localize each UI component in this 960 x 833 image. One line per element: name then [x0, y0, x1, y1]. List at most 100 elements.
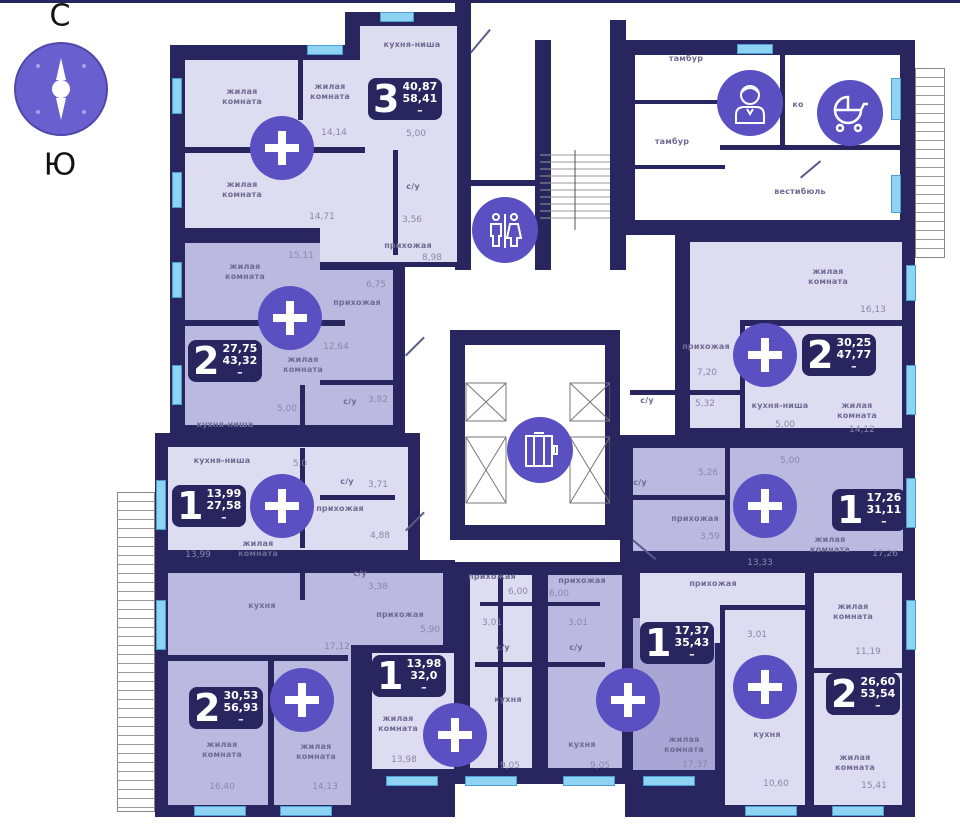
- room-label: жилая комната: [222, 87, 262, 106]
- room-label: жилая комната: [808, 267, 848, 286]
- room-label: прихожая: [671, 514, 719, 523]
- restroom-icon[interactable]: [472, 197, 538, 263]
- room-area: 5,26: [697, 468, 719, 478]
- room-area: 5,90: [419, 625, 441, 635]
- top-border: [0, 0, 960, 3]
- compass-north: С: [49, 0, 71, 34]
- room-label: с/у: [569, 643, 583, 652]
- room-label: с/у: [340, 477, 354, 486]
- room-label: кухня-ниша: [383, 40, 441, 49]
- room-label: с/у: [640, 396, 654, 405]
- room-label: кухня: [248, 601, 276, 610]
- plus-icon[interactable]: [596, 668, 660, 732]
- room-label: жилая комната: [837, 401, 877, 420]
- room-label: жилая комната: [835, 753, 875, 772]
- compass-south: Ю: [43, 147, 77, 183]
- room-area: 7,20: [696, 368, 718, 378]
- room-area: 13,33: [747, 558, 773, 568]
- room-area: 14,71: [309, 212, 335, 222]
- room-area: 9,05: [589, 761, 611, 771]
- room-label: жилая комната: [225, 262, 265, 281]
- room-area: 12,64: [323, 342, 349, 352]
- plus-icon[interactable]: [733, 655, 797, 719]
- plus-icon[interactable]: [423, 703, 487, 767]
- room-area: 14,12: [849, 425, 875, 435]
- room-area: 8,98: [421, 253, 443, 263]
- room-label: с/у: [353, 569, 367, 578]
- room-area: 13,98: [391, 755, 417, 765]
- room-label: кухня: [494, 695, 522, 704]
- room-area: 14,13: [312, 782, 338, 792]
- room-area: 15,41: [861, 781, 887, 791]
- room-area: 13,99: [185, 550, 211, 560]
- room-label: жилая комната: [238, 539, 278, 558]
- receptionist-icon[interactable]: [717, 70, 783, 136]
- room-area: 6,00: [548, 589, 570, 599]
- room-label: кухня: [568, 740, 596, 749]
- room-label: жилая комната: [833, 602, 873, 621]
- room-label: кухня: [753, 730, 781, 739]
- room-area: 3,01: [567, 618, 589, 628]
- room-area: 17,12: [324, 642, 350, 652]
- room-area: 17,26: [872, 549, 898, 559]
- plus-icon[interactable]: [250, 474, 314, 538]
- room-label: прихожая: [376, 610, 424, 619]
- plus-icon[interactable]: [258, 286, 322, 350]
- plus-icon[interactable]: [250, 116, 314, 180]
- room-label: жилая комната: [378, 714, 418, 733]
- room-area: 5,00: [405, 129, 427, 139]
- room-area: 16,40: [209, 782, 235, 792]
- room-label: жилая комната: [310, 82, 350, 101]
- room-label: жилая комната: [222, 180, 262, 199]
- elevator-icon[interactable]: [507, 417, 573, 483]
- room-label: кухня-ниша: [751, 401, 809, 410]
- stroller-room-label: ко: [792, 100, 804, 109]
- room-area: 5,00: [774, 420, 796, 430]
- room-area: 6,75: [365, 280, 387, 290]
- lobby-label: вестибюль: [774, 187, 826, 196]
- elevator-shafts: [465, 382, 610, 504]
- stroller-icon[interactable]: [817, 80, 883, 146]
- vestibule-label: тамбур: [668, 54, 704, 63]
- room-area: 16,13: [860, 305, 886, 315]
- room-label: прихожая: [689, 579, 737, 588]
- room-label: прихожая: [384, 241, 432, 250]
- room-area: 11,19: [855, 647, 881, 657]
- room-area: 5,00: [779, 456, 801, 466]
- room-area: 17,37: [682, 760, 708, 770]
- room-area: 3,56: [401, 215, 423, 225]
- plus-icon[interactable]: [733, 474, 797, 538]
- room-area: 10,60: [763, 779, 789, 789]
- room-area: 15,11: [288, 251, 314, 261]
- room-area: 4,88: [369, 531, 391, 541]
- vestibule-label: тамбур: [654, 137, 690, 146]
- room-area: 3,01: [746, 630, 768, 640]
- room-area: 5,0: [292, 459, 308, 469]
- room-label: жилая комната: [283, 355, 323, 374]
- room-label: прихожая: [316, 504, 364, 513]
- room-label: с/у: [496, 643, 510, 652]
- room-area: 5,32: [694, 399, 716, 409]
- plus-icon[interactable]: [270, 668, 334, 732]
- staircase: [540, 150, 610, 230]
- plus-icon[interactable]: [733, 323, 797, 387]
- room-label: с/у: [343, 397, 357, 406]
- room-label: жилая комната: [810, 535, 850, 554]
- room-label: кухня-ниша: [193, 456, 251, 465]
- room-area: 3,01: [481, 618, 503, 628]
- room-label: жилая комната: [664, 735, 704, 754]
- room-label: жилая комната: [296, 742, 336, 761]
- room-area: 3,59: [699, 532, 721, 542]
- balcony-left: [117, 492, 155, 812]
- room-area: 5,00: [276, 404, 298, 414]
- compass-icon: [14, 42, 108, 136]
